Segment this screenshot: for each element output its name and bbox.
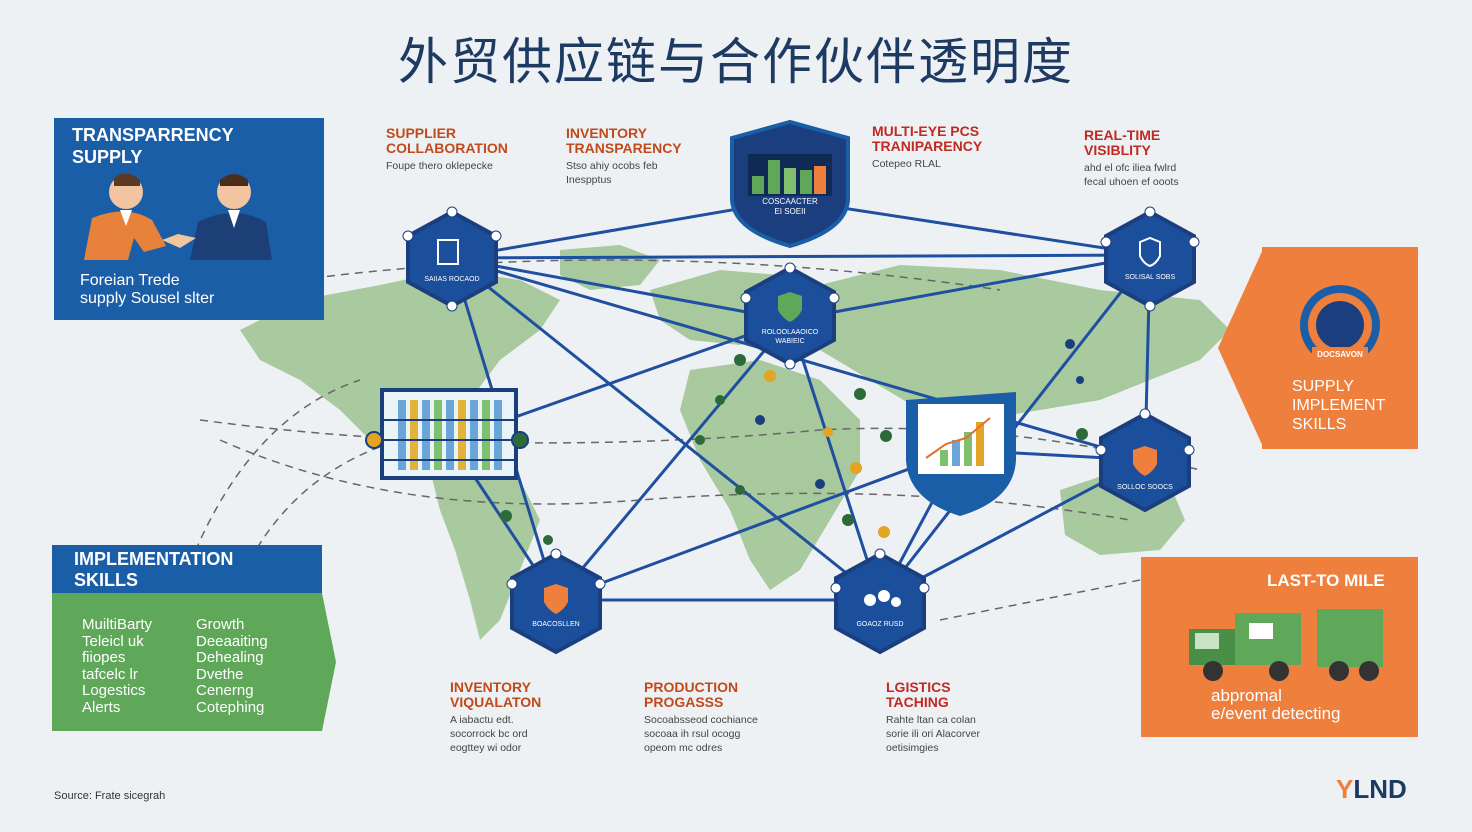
implementation-col-2: Growth Deeaaiting Dehealing Dvethe Cener…	[196, 616, 268, 716]
transparency-supply-panel: TRANSPARRENCY SUPPLY Foreian Trede suppl…	[54, 118, 324, 320]
africa-shape	[680, 360, 860, 590]
svg-text:DOCSAVON: DOCSAVON	[1317, 350, 1363, 359]
hex-node-realtime: SOLISAL SOBS	[1100, 206, 1200, 312]
top-chart-shield: COSCAACTER EI SOEII	[730, 119, 850, 249]
world-map	[240, 245, 1230, 640]
svg-text:EI SOEII: EI SOEII	[774, 207, 805, 216]
transparency-heading: TRANSPARRENCY SUPPLY	[72, 125, 234, 167]
supply-implement-panel: DOCSAVON SUPPLY IMPLEMENT SKILLS	[1262, 247, 1418, 449]
hex-node-bottom-left: BOACOSLLEN	[506, 548, 606, 655]
svg-text:SOLISAL SOBS: SOLISAL SOBS	[1125, 274, 1176, 281]
svg-text:GOAOZ RUSD: GOAOZ RUSD	[856, 621, 903, 628]
gauge-icon: DOCSAVON	[1300, 285, 1380, 361]
last-mile-footer: abpromal e/event detecting	[1211, 686, 1341, 723]
hex-node-bottom-mid: GOAOZ RUSD	[830, 548, 930, 655]
transparency-footer: Foreian Trede supply Sousel slter	[80, 272, 215, 307]
handshake-illustration	[84, 173, 272, 260]
south-america-shape	[430, 460, 540, 640]
asia-shape	[800, 265, 1230, 420]
brand-logo: YLND	[1336, 774, 1407, 804]
last-mile-heading: LAST-TO MILE	[1267, 571, 1385, 590]
svg-text:BOACOSLLEN: BOACOSLLEN	[532, 621, 579, 628]
implementation-skills-panel: IMPLEMENTATION SKILLS MuiltiBarty Teleic…	[52, 545, 336, 731]
hex-node-right: SOLLOC SOOCS	[1095, 408, 1195, 513]
svg-text:SAIIAS ROCAOD: SAIIAS ROCAOD	[424, 276, 479, 283]
truck-icon	[1189, 609, 1383, 681]
svg-text:COSCAACTER: COSCAACTER	[762, 197, 818, 206]
svg-text:WABIEIC: WABIEIC	[775, 338, 804, 345]
supply-implement-text: SUPPLY IMPLEMENT SKILLS	[1292, 378, 1386, 433]
last-mile-panel: LAST-TO MILE abpromal e/event detecting	[1141, 557, 1418, 737]
svg-text:ROLOOLAAOICO: ROLOOLAAOICO	[762, 329, 819, 336]
page-title: 外贸供应链与合作伙伴透明度	[398, 33, 1074, 91]
greenland-shape	[560, 245, 660, 290]
svg-text:SOLLOC SOOCS: SOLLOC SOOCS	[1117, 484, 1173, 491]
implementation-col-1: MuiltiBarty Teleicl uk fiiopes tafcelc l…	[82, 616, 153, 716]
implementation-heading: IMPLEMENTATION SKILLS	[74, 549, 234, 590]
hex-node-supplier: SAIIAS ROCAOD	[402, 206, 502, 312]
source-note: Source: Frate sicegrah	[54, 790, 166, 802]
hex-node-center: ROLOOLAAOICO WABIEIC	[740, 262, 840, 370]
orange-arrow-tip	[1218, 247, 1264, 449]
map-markers	[500, 339, 1088, 545]
inventory-grid-panel	[365, 388, 529, 480]
analytics-shield	[906, 392, 1016, 516]
